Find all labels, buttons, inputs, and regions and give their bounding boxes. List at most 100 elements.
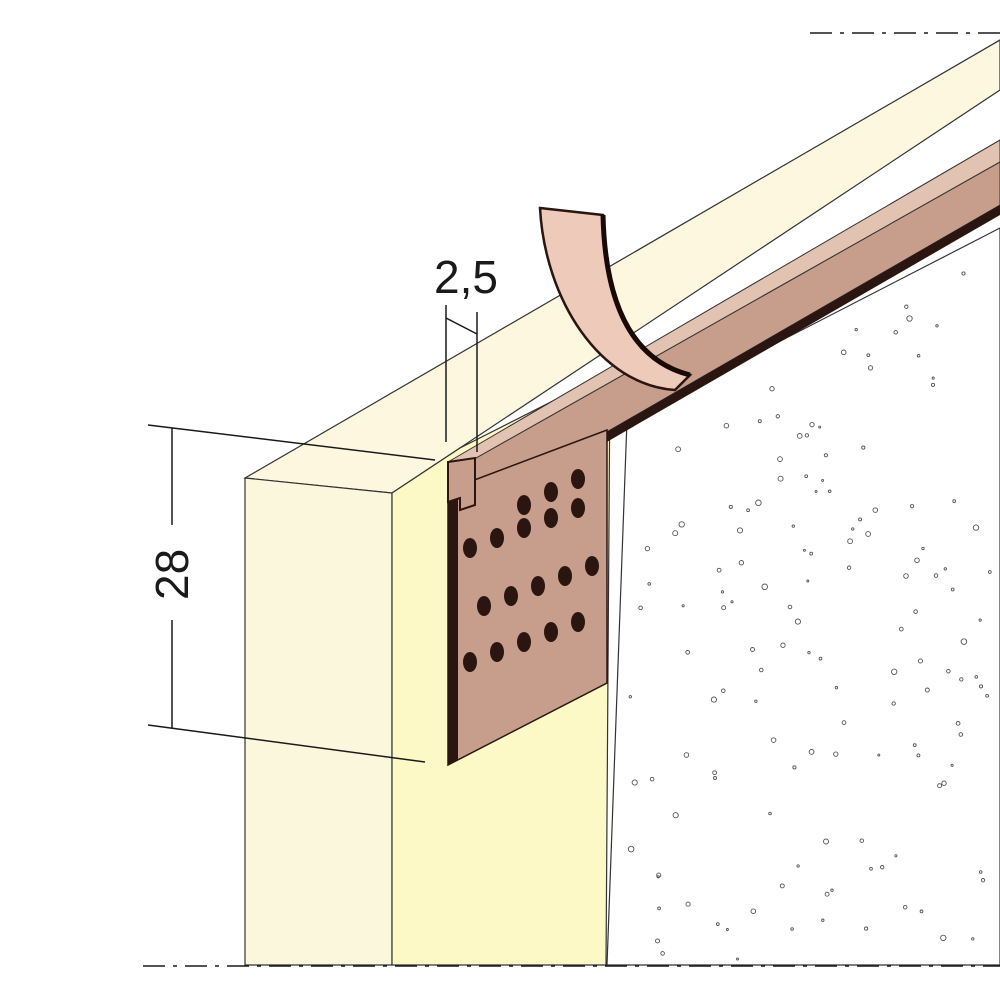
plaster-speckle: [891, 668, 898, 675]
plaster-speckle: [924, 687, 930, 693]
dimension-lines: [147, 305, 478, 763]
plaster-speckle: [955, 721, 961, 726]
plaster-speckle: [921, 546, 925, 551]
plaster-speckle: [916, 753, 921, 758]
plaster-speckle: [754, 699, 758, 703]
plaster-speckle: [736, 527, 744, 534]
boundary-lines: [143, 32, 1000, 967]
plaster-speckle: [930, 382, 936, 387]
plaster-speckle: [869, 866, 873, 871]
plate-hole: [571, 469, 585, 489]
plaster-speckle: [631, 779, 638, 786]
plate-hole: [571, 498, 585, 518]
plaster-speckle: [769, 386, 775, 392]
plaster-speckle: [906, 315, 913, 322]
plaster-speckle: [952, 499, 957, 503]
plaster-speckle: [917, 658, 924, 664]
plaster-speckle: [720, 590, 725, 594]
plaster-speckle: [807, 650, 811, 655]
plaster-speckle: [827, 489, 832, 494]
plaster-speckle: [721, 688, 726, 693]
plaster-speckle: [803, 548, 806, 552]
plaster-speckle: [867, 365, 874, 371]
plate-hole: [477, 596, 491, 616]
plaster-speckle: [775, 414, 780, 419]
plaster-speckle: [978, 684, 984, 689]
plaster-speckle: [841, 720, 847, 725]
protective-flap: [538, 206, 693, 392]
plaster-speckle: [861, 445, 866, 450]
plaster-speckle: [824, 891, 830, 897]
plaster-speckle: [656, 875, 660, 879]
plaster-speckle: [933, 573, 939, 578]
plaster-speckle: [728, 504, 733, 509]
plaster-speckle: [904, 304, 909, 309]
plaster-speckle: [959, 677, 964, 682]
plaster-speckle: [818, 656, 823, 661]
plaster-speckle: [685, 901, 691, 907]
plaster-speckle: [746, 508, 750, 513]
plaster-speckle: [961, 271, 966, 276]
plaster-speckle: [958, 732, 964, 737]
plaster-speckle: [750, 908, 757, 914]
plaster-speckle: [657, 906, 661, 911]
plaster-speckle: [681, 604, 685, 608]
plaster-speckle: [865, 531, 871, 537]
plaster-speckle: [903, 573, 909, 579]
plaster-speckle: [858, 517, 863, 522]
plaster-speckle: [809, 551, 814, 556]
plaster-speckle: [891, 701, 896, 706]
plaster-speckle: [808, 749, 815, 755]
plaster-speckle: [859, 838, 865, 843]
plaster-speckle: [854, 327, 858, 332]
plate-hole: [517, 632, 531, 652]
plaster-speckle: [987, 570, 992, 574]
plate-hole: [544, 508, 558, 528]
plaster-speckle: [898, 626, 904, 632]
plaster-speckle: [638, 605, 643, 611]
plaster-speckle: [672, 530, 679, 537]
plaster-speckle: [972, 524, 980, 531]
plate-hole: [463, 652, 477, 672]
plaster-speckle: [790, 927, 794, 931]
plaster-speckle: [834, 686, 839, 690]
plate-hole: [544, 482, 558, 502]
plaster-speckle: [770, 737, 777, 743]
plaster-speckle: [846, 565, 852, 570]
plaster-speckle: [935, 324, 939, 328]
plaster-speckle: [840, 349, 847, 356]
plaster-speckle: [757, 419, 762, 424]
plaster-speckle: [833, 751, 839, 757]
plaster-speckle: [913, 609, 918, 614]
plaster-speckle: [759, 667, 764, 673]
plaster-speckle: [943, 567, 947, 571]
plate-hole: [517, 495, 531, 515]
plaster-speckle: [823, 838, 829, 845]
plaster-speckle: [725, 928, 729, 931]
plaster-speckle: [716, 567, 722, 573]
plaster-speckles: [627, 271, 992, 961]
plate-hole: [544, 622, 558, 642]
plaster-speckle: [851, 527, 855, 531]
plaster-speckle: [880, 865, 885, 870]
plaster-speckle: [872, 507, 879, 513]
plaster-speckle: [738, 560, 745, 566]
plaster-speckle: [672, 812, 679, 819]
height-dimension-label: 28: [146, 549, 198, 600]
plaster-speckle: [796, 864, 800, 868]
plaster-speckle: [960, 638, 968, 645]
plaster-speckle: [971, 937, 975, 941]
plaster-speckle: [937, 783, 943, 789]
plaster-speckle: [916, 353, 921, 358]
plaster-speckle: [655, 938, 660, 944]
plaster-speckle: [980, 878, 986, 883]
plaster-speckle: [950, 587, 955, 592]
frame-front-face: [244, 477, 393, 966]
plaster-speckle: [830, 888, 834, 892]
plaster-speckle: [806, 579, 810, 583]
plaster-speckle: [777, 456, 783, 462]
plaster-speckle: [721, 605, 727, 611]
plaster-speckle: [814, 489, 818, 493]
